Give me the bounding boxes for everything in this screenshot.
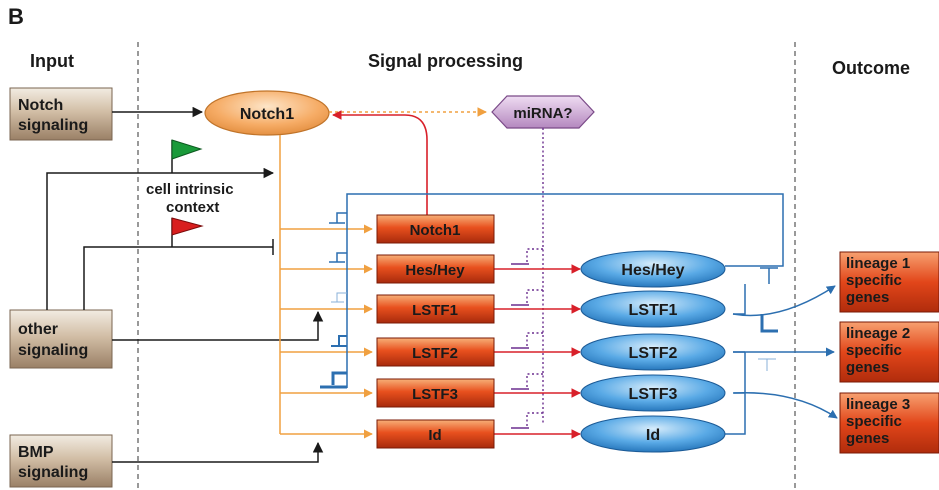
svg-text:signaling: signaling xyxy=(18,464,88,481)
input-connectors xyxy=(46,106,324,463)
protein-hes-hey: Hes/Hey xyxy=(580,250,726,288)
outcome-lineage-2: lineage 2 specific genes xyxy=(839,321,939,383)
mirna-hexagon: miRNA? xyxy=(491,95,595,129)
svg-text:LSTF3: LSTF3 xyxy=(629,386,678,403)
input-bmp-signaling: BMP signaling xyxy=(9,434,113,488)
svg-text:Hes/Hey: Hes/Hey xyxy=(621,262,684,279)
svg-text:LSTF1: LSTF1 xyxy=(412,302,458,319)
svg-text:specific: specific xyxy=(846,272,902,289)
gene-box-hes-hey: Hes/Hey xyxy=(376,254,495,284)
protein-output-lines xyxy=(725,267,838,435)
input-other-signaling: other signaling xyxy=(9,309,113,369)
protein-lstf3: LSTF3 xyxy=(580,374,726,412)
input-notch-signaling: Notch signaling xyxy=(9,87,113,141)
gene-box-lstf1: LSTF1 xyxy=(376,294,495,324)
svg-text:lineage 3: lineage 3 xyxy=(846,396,910,413)
svg-text:genes: genes xyxy=(846,289,889,306)
svg-text:specific: specific xyxy=(846,413,902,430)
green-flag-icon xyxy=(171,139,203,173)
svg-text:LSTF2: LSTF2 xyxy=(412,345,458,362)
mirna-repression xyxy=(511,128,544,429)
svg-text:genes: genes xyxy=(846,359,889,376)
svg-text:other: other xyxy=(18,321,58,338)
panel-label: B xyxy=(8,4,24,29)
gene-box-lstf2: LSTF2 xyxy=(376,337,495,367)
context-label-line1: cell intrinsic xyxy=(146,181,234,198)
svg-text:Hes/Hey: Hes/Hey xyxy=(405,262,465,279)
svg-text:miRNA?: miRNA? xyxy=(513,105,572,122)
svg-text:lineage 1: lineage 1 xyxy=(846,255,910,272)
protein-lstf1: LSTF1 xyxy=(580,290,726,328)
protein-lstf2: LSTF2 xyxy=(580,333,726,371)
svg-text:genes: genes xyxy=(846,430,889,447)
svg-text:Notch: Notch xyxy=(18,97,63,114)
red-flag-icon xyxy=(171,217,204,247)
svg-text:specific: specific xyxy=(846,342,902,359)
outcome-lineage-1: lineage 1 specific genes xyxy=(839,251,939,313)
notch-target-arrows xyxy=(279,135,373,439)
svg-text:Notch1: Notch1 xyxy=(410,222,461,239)
outcome-lineage-3: lineage 3 specific genes xyxy=(839,392,939,454)
gene-box-lstf3: LSTF3 xyxy=(376,378,495,408)
svg-text:signaling: signaling xyxy=(18,117,88,134)
svg-text:Notch1: Notch1 xyxy=(240,106,294,123)
protein-id: Id xyxy=(580,415,726,453)
svg-text:LSTF1: LSTF1 xyxy=(629,302,678,319)
notch1-receptor: Notch1 xyxy=(204,90,330,136)
svg-text:lineage 2: lineage 2 xyxy=(846,325,910,342)
header-outcome: Outcome xyxy=(832,58,910,78)
context-label-line2: context xyxy=(166,199,219,216)
svg-text:LSTF2: LSTF2 xyxy=(629,345,678,362)
svg-text:LSTF3: LSTF3 xyxy=(412,386,458,403)
translation-arrows xyxy=(494,264,581,439)
gene-box-id: Id xyxy=(376,419,495,449)
svg-text:BMP: BMP xyxy=(18,444,54,461)
svg-text:signaling: signaling xyxy=(18,342,88,359)
gene-box-notch1: Notch1 xyxy=(376,214,495,244)
svg-text:Id: Id xyxy=(646,427,660,444)
svg-text:Id: Id xyxy=(428,427,441,444)
blue-repression-loop xyxy=(320,193,784,389)
notch1-feedback-arrow xyxy=(332,110,428,215)
header-processing: Signal processing xyxy=(368,51,523,71)
header-input: Input xyxy=(30,51,74,71)
